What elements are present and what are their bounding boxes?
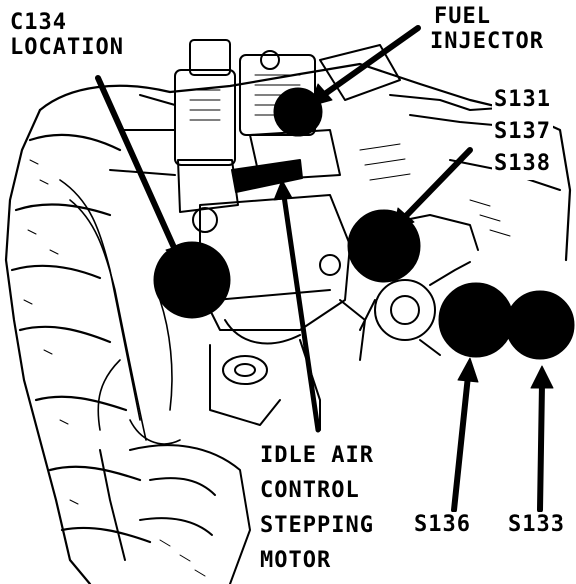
fuel-injector-line2: INJECTOR <box>430 29 544 54</box>
s133-label: S133 <box>506 512 567 537</box>
s131-arrow <box>401 147 473 221</box>
s133-marker <box>505 290 575 360</box>
s138-label: S138 <box>494 151 551 176</box>
idle-air-control-motor <box>231 159 303 193</box>
s136-label: S136 <box>412 512 473 537</box>
idle-air-line4: MOTOR <box>260 548 332 573</box>
c134-arrow <box>95 75 179 255</box>
idle-air-arrowhead <box>273 179 293 201</box>
fuel-injector-label: FUEL INJECTOR <box>428 4 546 54</box>
idle-air-line1: IDLE AIR <box>260 443 374 468</box>
c134-location-label: C134 LOCATION <box>8 10 126 60</box>
shading-detail <box>23 74 511 577</box>
s136-arrowhead <box>457 357 479 383</box>
s131-label: S131 <box>494 87 551 112</box>
intake-manifold <box>109 39 506 233</box>
s131-s137-s138-marker <box>347 209 421 283</box>
wiring-harness <box>59 179 181 445</box>
c134-label-line2: LOCATION <box>10 35 124 60</box>
s136-marker <box>438 282 514 358</box>
idle-air-arrow <box>281 193 321 433</box>
fuel-injector-arrowhead <box>309 83 333 107</box>
idle-air-line3: STEPPING <box>260 513 374 538</box>
c134-arrowhead <box>165 243 189 269</box>
c134-label-line1: C134 <box>10 10 67 35</box>
fuel-injector-line1: FUEL <box>434 4 491 29</box>
s137-label: S137 <box>494 119 551 144</box>
idle-air-line2: CONTROL <box>260 478 360 503</box>
throttle-body <box>199 194 366 431</box>
s131-arrowhead <box>393 207 415 231</box>
fuel-injector-marker <box>273 87 323 137</box>
fuel-injector-arrow <box>319 25 421 99</box>
s133-arrow <box>537 381 545 513</box>
lower-block <box>99 444 251 584</box>
c134-location-marker <box>153 241 231 319</box>
idle-air-control-label: IDLE AIR CONTROL STEPPING MOTOR <box>258 438 376 578</box>
leader-arrows <box>95 25 554 513</box>
engine-block-outline <box>4 62 572 584</box>
splice-group-label: S131 S137 S138 <box>492 84 553 180</box>
s136-arrow <box>451 373 471 513</box>
s133-arrowhead <box>530 365 554 389</box>
